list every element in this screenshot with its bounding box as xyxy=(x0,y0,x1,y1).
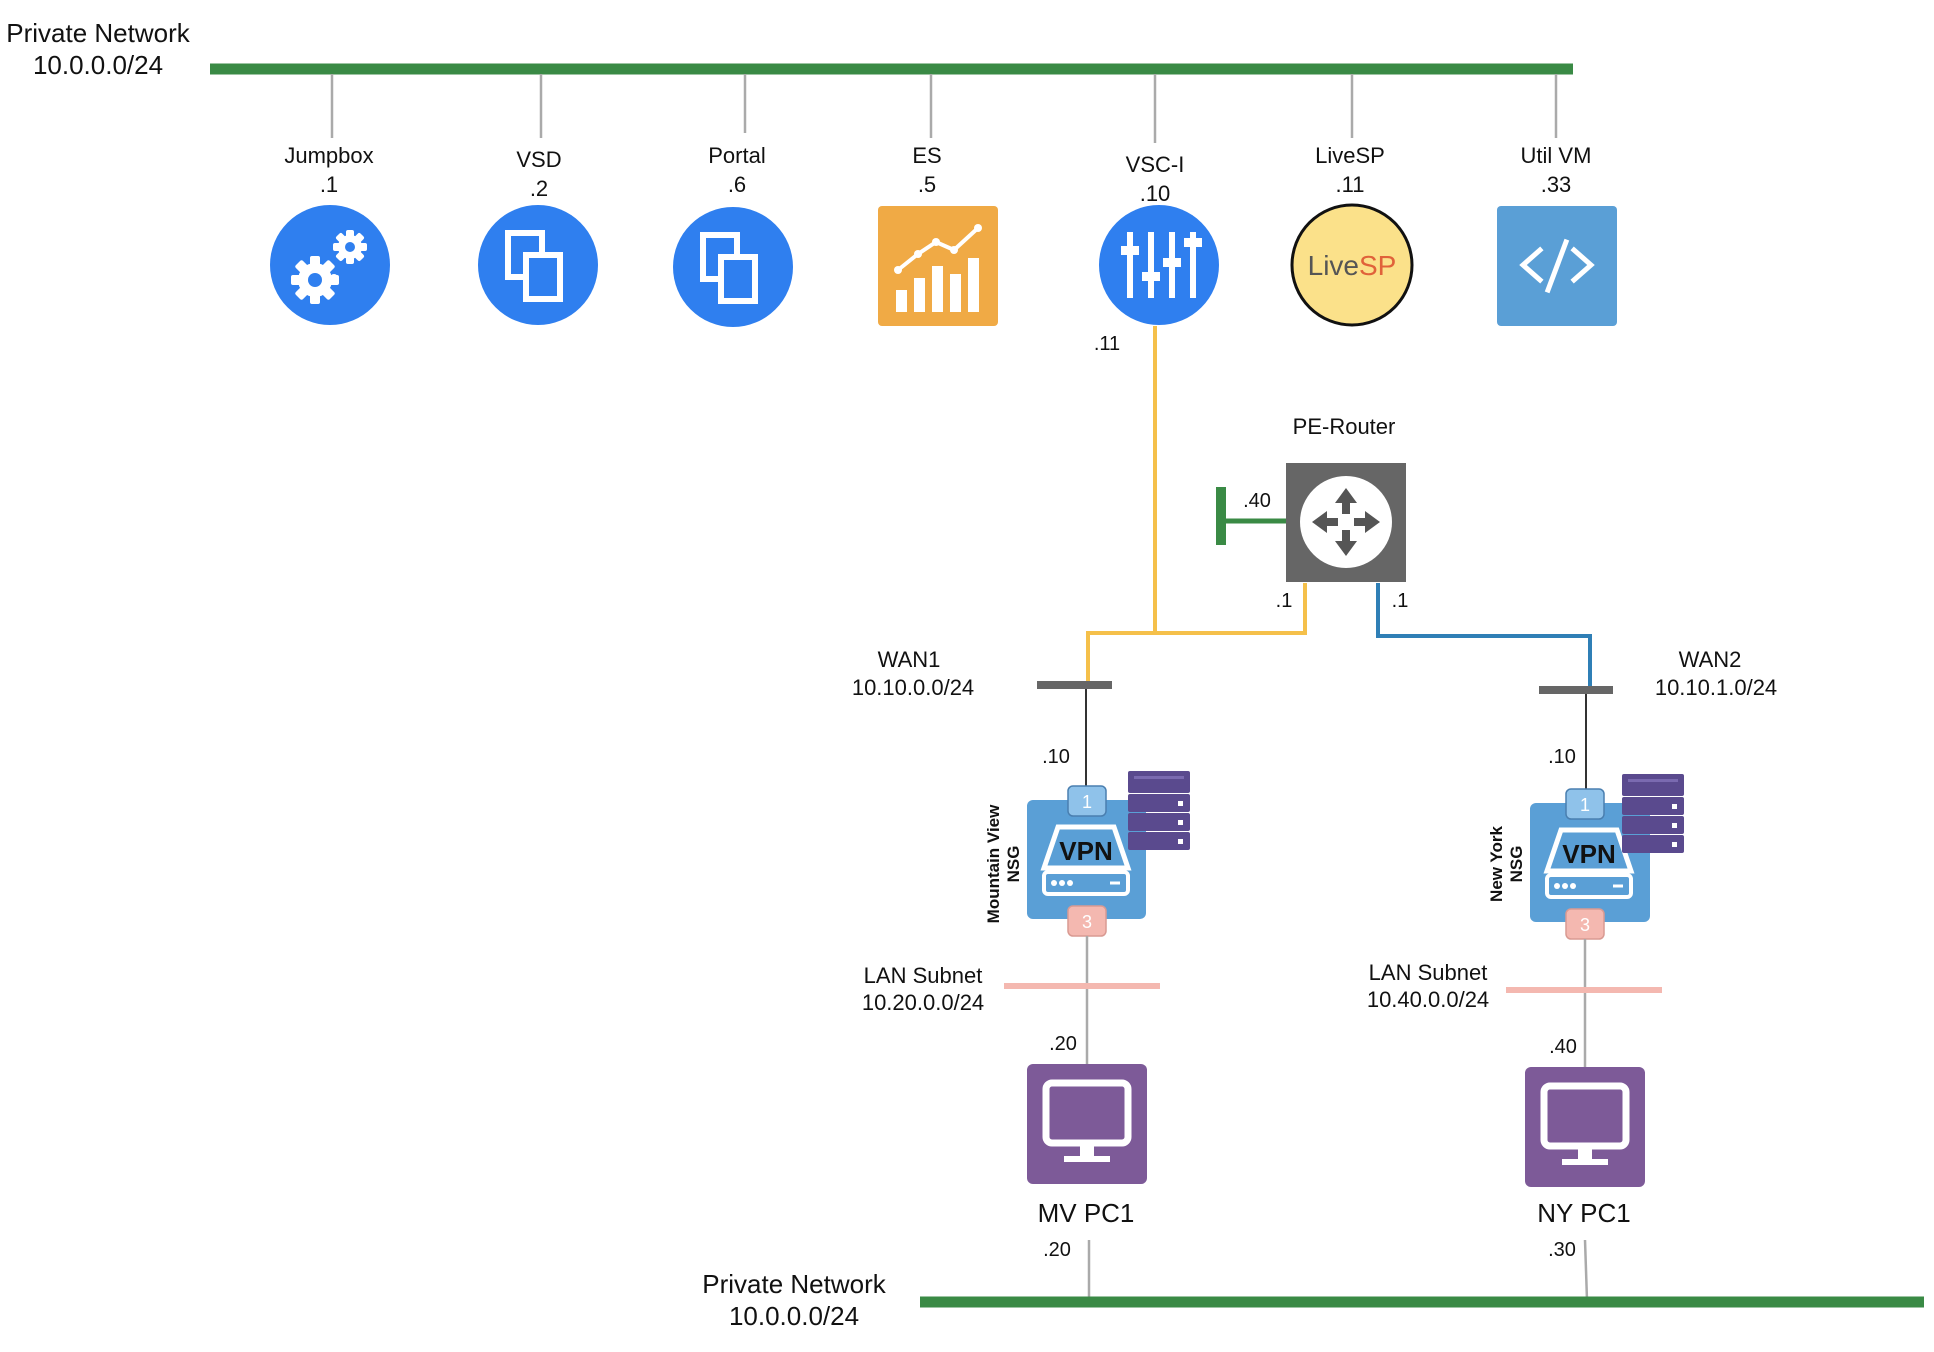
mv-nsg[interactable]: VPN 1 3 xyxy=(1027,771,1190,937)
node-label-vsc-i: VSC-I xyxy=(1126,152,1185,177)
mv-pc1[interactable] xyxy=(1027,1064,1147,1184)
router-arrows-icon xyxy=(1312,488,1380,556)
ny-nsg-wan-ip: .10 xyxy=(1548,746,1576,768)
node-ip-jumpbox: .1 xyxy=(320,172,338,197)
mv-pc1-name: MV PC1 xyxy=(1038,1198,1135,1228)
node-ip-livesp: .11 xyxy=(1336,172,1365,197)
wan2-cidr: 10.10.1.0/24 xyxy=(1655,675,1777,700)
wan2-link xyxy=(1376,583,1592,690)
router-wan1-ip: .1 xyxy=(1276,590,1293,612)
node-label-vsd: VSD xyxy=(516,147,561,172)
mv-lan-cidr: 10.20.0.0/24 xyxy=(862,990,984,1015)
ny-pc1-priv-ip: .30 xyxy=(1548,1239,1576,1261)
node-label-util-vm: Util VM xyxy=(1521,143,1592,168)
wan1-cidr: 10.10.0.0/24 xyxy=(852,675,974,700)
wan1-name: WAN1 xyxy=(878,647,941,672)
monitor-icon xyxy=(1042,1079,1132,1162)
node-label-livesp: LiveSP xyxy=(1315,143,1385,168)
ny-lan-name: LAN Subnet xyxy=(1369,960,1488,985)
node-ip-util-vm: .33 xyxy=(1541,172,1572,197)
router-mgmt-ip: .40 xyxy=(1243,490,1271,512)
vpn-gateway-icon: VPN xyxy=(1543,827,1635,899)
vsc-router-link xyxy=(1153,326,1307,635)
ny-nsg-vpn-text: VPN xyxy=(1562,839,1615,869)
util-vm-node[interactable] xyxy=(1497,206,1617,326)
monitor-icon xyxy=(1540,1082,1630,1165)
gears-icon xyxy=(291,230,367,304)
vsc-i-lower-ip: .11 xyxy=(1094,333,1120,355)
router-name: PE-Router xyxy=(1293,414,1396,439)
copy-icon xyxy=(700,232,758,304)
mv-nsg-label-line2: NSG xyxy=(1004,846,1023,883)
server-stack-icon xyxy=(1622,774,1684,853)
wan2-name: WAN2 xyxy=(1679,647,1742,672)
server-stack-icon xyxy=(1128,771,1190,850)
livesp-circle xyxy=(1290,203,1414,327)
node-label-jumpbox: Jumpbox xyxy=(284,143,373,168)
jumpbox-node[interactable] xyxy=(270,205,390,325)
mv-nsg-vpn-text: VPN xyxy=(1059,836,1112,866)
router-wan2-ip: .1 xyxy=(1392,590,1409,612)
node-ip-portal: .6 xyxy=(728,172,746,197)
top-network-cidr: 10.0.0.0/24 xyxy=(33,50,163,80)
node-ip-vsc-i: .10 xyxy=(1140,181,1171,206)
top-network-drops xyxy=(330,74,1558,143)
vsc-i-node[interactable] xyxy=(1099,205,1219,325)
node-ip-vsd: .2 xyxy=(530,176,548,201)
node-label-es: ES xyxy=(912,143,941,168)
ny-nsg[interactable]: VPN 1 3 xyxy=(1530,774,1684,940)
mv-nsg-port1[interactable] xyxy=(1067,785,1107,817)
bottom-network-name: Private Network xyxy=(702,1269,886,1299)
ny-pc1-priv-drop xyxy=(1583,1239,1589,1301)
ny-nsg-port1[interactable] xyxy=(1565,788,1605,820)
bottom-network-cidr: 10.0.0.0/24 xyxy=(729,1301,859,1331)
ny-pc1-tile xyxy=(1525,1067,1645,1187)
livesp-node[interactable]: LiveSP xyxy=(1290,203,1414,327)
vsc-i-circle xyxy=(1099,205,1219,325)
mv-pc1-tile xyxy=(1027,1064,1147,1184)
ny-nsg-port1-label: 1 xyxy=(1580,795,1590,815)
vpn-gateway-icon: VPN xyxy=(1040,824,1132,896)
ny-nsg-label-line2: NSG xyxy=(1507,846,1526,883)
livesp-logo: LiveSP xyxy=(1308,250,1397,281)
sliders-icon xyxy=(1121,232,1202,298)
pe-router[interactable] xyxy=(1286,463,1406,582)
mv-pc1-priv-ip: .20 xyxy=(1043,1239,1071,1261)
wan1-link xyxy=(1086,631,1155,685)
ny-nsg-label: New York NSG xyxy=(1487,826,1526,902)
mv-nsg-port3-label: 3 xyxy=(1082,912,1092,932)
mv-nsg-label-line1: Mountain View xyxy=(984,804,1003,923)
ny-nsg-label-line1: New York xyxy=(1487,826,1506,902)
mv-lan-name: LAN Subnet xyxy=(864,963,983,988)
es-node[interactable] xyxy=(878,206,998,326)
code-icon xyxy=(1519,238,1595,294)
mv-pc-lan-ip: .20 xyxy=(1049,1033,1077,1055)
ny-pc1[interactable] xyxy=(1525,1067,1645,1187)
ny-nsg-port3-label: 3 xyxy=(1580,915,1590,935)
bar-chart-icon xyxy=(894,224,982,312)
top-network-name: Private Network xyxy=(6,18,190,48)
ny-pc1-name: NY PC1 xyxy=(1537,1198,1630,1228)
mv-nsg-label: Mountain View NSG xyxy=(984,804,1023,923)
router-circle xyxy=(1300,476,1392,568)
vsd-node[interactable] xyxy=(478,205,598,325)
node-label-portal: Portal xyxy=(708,143,765,168)
portal-node[interactable] xyxy=(673,207,793,327)
ny-lan-cidr: 10.40.0.0/24 xyxy=(1367,987,1489,1012)
mv-nsg-wan-ip: .10 xyxy=(1042,746,1070,768)
ny-pc-lan-ip: .40 xyxy=(1549,1036,1577,1058)
mv-nsg-port1-label: 1 xyxy=(1082,792,1092,812)
copy-icon xyxy=(505,230,563,302)
node-ip-es: .5 xyxy=(918,172,936,197)
